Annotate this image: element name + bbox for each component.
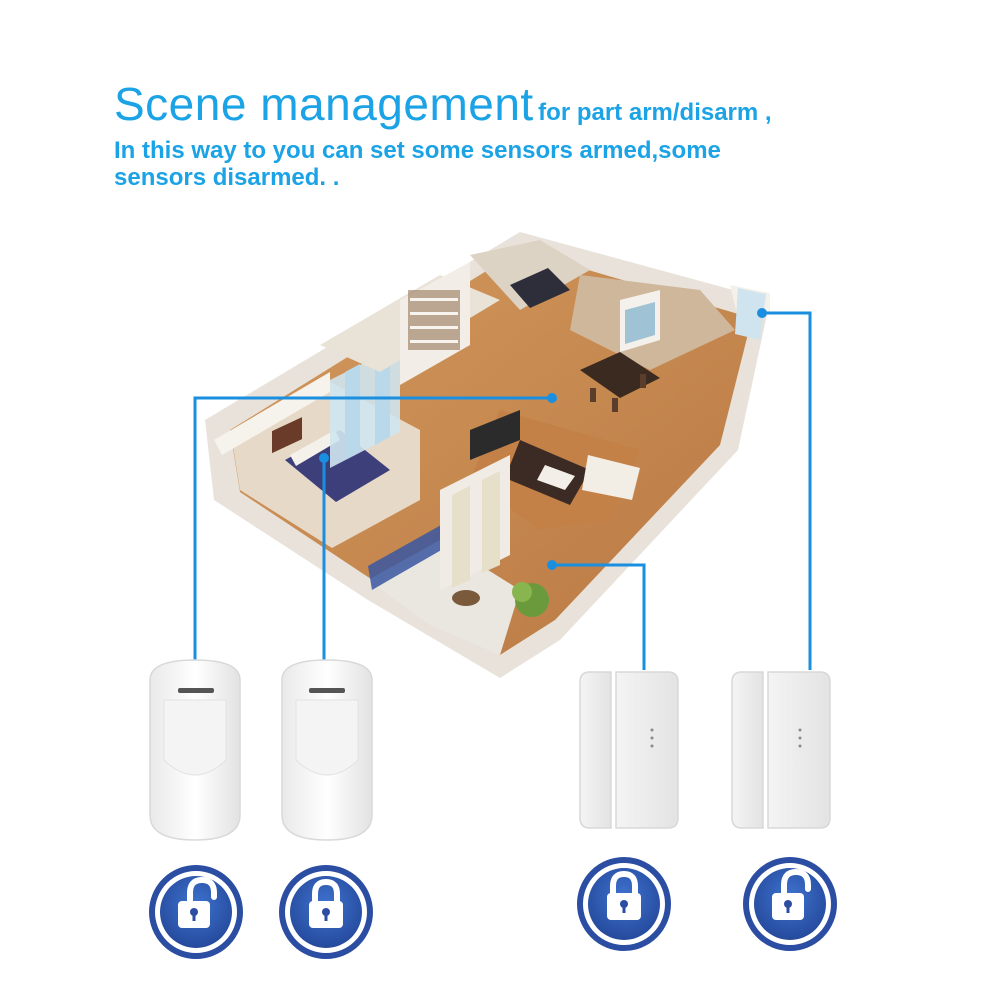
headline-line-3: sensors disarmed. . [114, 164, 340, 192]
unlocked-padlock-icon [178, 876, 217, 928]
balcony-table [452, 590, 480, 606]
headline-line-2: In this way to you can set some sensors … [114, 136, 721, 164]
second-bed [510, 268, 570, 308]
bedroom-picture [272, 417, 302, 454]
connector-dot-3 [547, 560, 557, 570]
connector-dot-1 [547, 393, 557, 403]
pir-motion-sensor-1 [149, 659, 241, 841]
balcony-windows [368, 520, 450, 590]
lock-badge-1[interactable] [149, 865, 243, 959]
pir-motion-sensor-2 [281, 659, 373, 841]
connector-line-1 [193, 396, 552, 665]
door-window-sensor-2 [731, 671, 831, 829]
door-window-sensor-1 [579, 671, 679, 829]
sofa [582, 455, 640, 500]
kitchen-window [625, 302, 655, 344]
right-window [735, 288, 766, 340]
connector-line-3 [552, 563, 646, 670]
headline: Scene management for part arm/disarm , I… [114, 78, 974, 192]
coffee-table [537, 465, 575, 490]
connector-lines [193, 311, 812, 670]
second-bedroom-floor [470, 240, 590, 310]
headline-line-1: Scene management for part arm/disarm , [114, 78, 974, 131]
headline-title: Scene management [114, 78, 534, 130]
locked-padlock-icon [607, 870, 641, 920]
headline-title-suffix: for part arm/disarm , [538, 99, 772, 126]
locked-padlock-icon [309, 878, 343, 928]
connector-dot-4 [757, 308, 767, 318]
unlocked-padlock-icon [772, 868, 811, 920]
tv-unit [470, 410, 520, 460]
lock-badge-4[interactable] [743, 857, 837, 951]
connector-dot-2 [319, 453, 329, 463]
lock-badge-3[interactable] [577, 857, 671, 951]
apartment-floorplan [205, 232, 770, 678]
lock-badge-2[interactable] [279, 865, 373, 959]
connector-line-4 [762, 311, 812, 670]
